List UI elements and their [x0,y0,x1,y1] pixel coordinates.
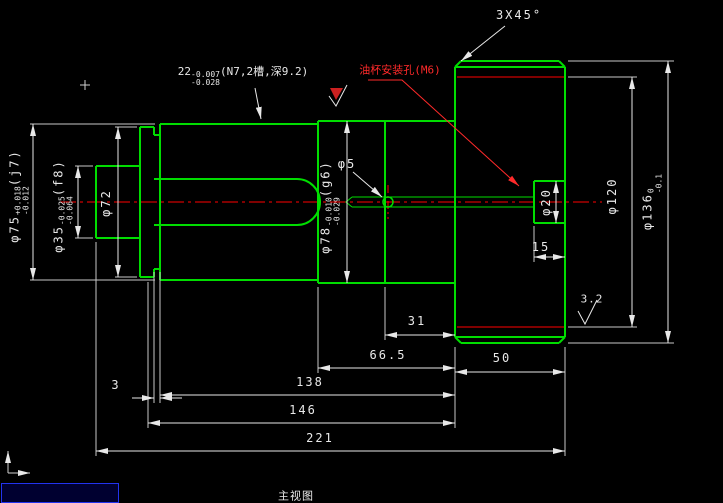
dim-main: φ20 [539,188,553,216]
phi5-hole-circle[interactable] [382,196,394,208]
dim-suffix: (N7,2槽,深9.2) [219,65,309,79]
tol-lower: -0.012 [22,186,31,216]
tolerance-stack: +0.018-0.012 [14,186,32,216]
dim-main: φ75 [7,215,22,243]
dim-suffix: (j7) [7,149,22,187]
tolerance-stack: -0.025-0.064 [58,196,76,226]
extension-line-set[interactable] [30,60,674,456]
oil-hole-label[interactable]: 油杯安装孔(M6) [359,63,441,77]
dim-phi20-label[interactable]: φ20 [539,188,553,216]
keyway-dim-label[interactable]: 22-0.007-0.028(N7,2槽,深9.2) [178,66,308,88]
command-box[interactable] [1,483,119,503]
dim-main: φ35 [51,225,66,253]
surface-finish-value[interactable]: 3.2 [580,292,604,306]
disc-inner-lines[interactable] [457,76,565,328]
dim-3-label[interactable]: 3 [111,378,121,392]
dimension-lines[interactable] [30,61,671,454]
dim-phi35-label[interactable]: φ35-0.025-0.064(f8) [51,159,76,253]
dim-phi78-label[interactable]: φ78-0.010-0.029(g6) [318,160,343,254]
leader-lines[interactable] [254,25,520,198]
tolerance-stack: 0-0.1 [647,173,665,194]
dim-main: φ72 [99,189,113,217]
tolerance-stack: -0.010-0.029 [325,197,343,227]
dim-221-label[interactable]: 221 [306,431,334,445]
part-outline[interactable] [95,60,566,344]
dim-main: φ136 [640,193,655,231]
dim-15-label[interactable]: 15 [531,240,551,254]
dim-suffix: (g6) [318,160,333,198]
centerlines[interactable] [60,76,602,328]
surface-finish-icon-face [577,299,598,326]
blip-mark [80,80,90,90]
dim-suffix: (f8) [51,159,66,197]
dim-main: φ78 [318,226,333,254]
chamfer-label[interactable]: 3X45° [495,8,543,22]
dim-66-5-label[interactable]: 66.5 [369,348,407,362]
dim-138-label[interactable]: 138 [296,375,324,389]
dim-phi72-label[interactable]: φ72 [99,189,113,217]
datum-triangle [330,88,343,100]
dim-main: φ120 [605,177,619,215]
keyway-leader[interactable] [254,87,262,120]
chamfer-leader[interactable] [460,25,506,62]
extension-lines[interactable] [30,60,674,456]
tolerance-stack: -0.007-0.028 [191,70,220,88]
view-title: 主视图 [278,489,314,503]
ucs-icon [4,451,30,476]
phi5-leader[interactable] [352,171,383,198]
dim-146-label[interactable]: 146 [289,403,317,417]
disc-outline[interactable] [454,60,566,344]
tol-lower: -0.028 [191,78,220,88]
tol-lower: -0.064 [66,196,75,226]
keyway-slot[interactable] [154,178,321,226]
dim-phi75-label[interactable]: φ75+0.018-0.012(j7) [7,149,32,243]
dim-main: 22 [177,65,192,79]
shaft-main-body[interactable] [160,120,455,284]
oil-hole-leader[interactable] [368,79,520,187]
phi20-hole[interactable] [533,180,565,224]
surface-finish-marks [328,84,598,326]
dim-50-label[interactable]: 50 [492,351,512,365]
tol-lower: -0.029 [333,197,342,227]
tol-upper: -0.007 [191,70,220,80]
tol-lower: -0.1 [655,173,664,194]
surface-finish-icon-keyway [328,84,348,107]
dim-31-label[interactable]: 31 [407,314,427,328]
dim-phi120-label[interactable]: φ120 [605,177,619,215]
dim-phi5-label[interactable]: φ5 [337,157,357,171]
